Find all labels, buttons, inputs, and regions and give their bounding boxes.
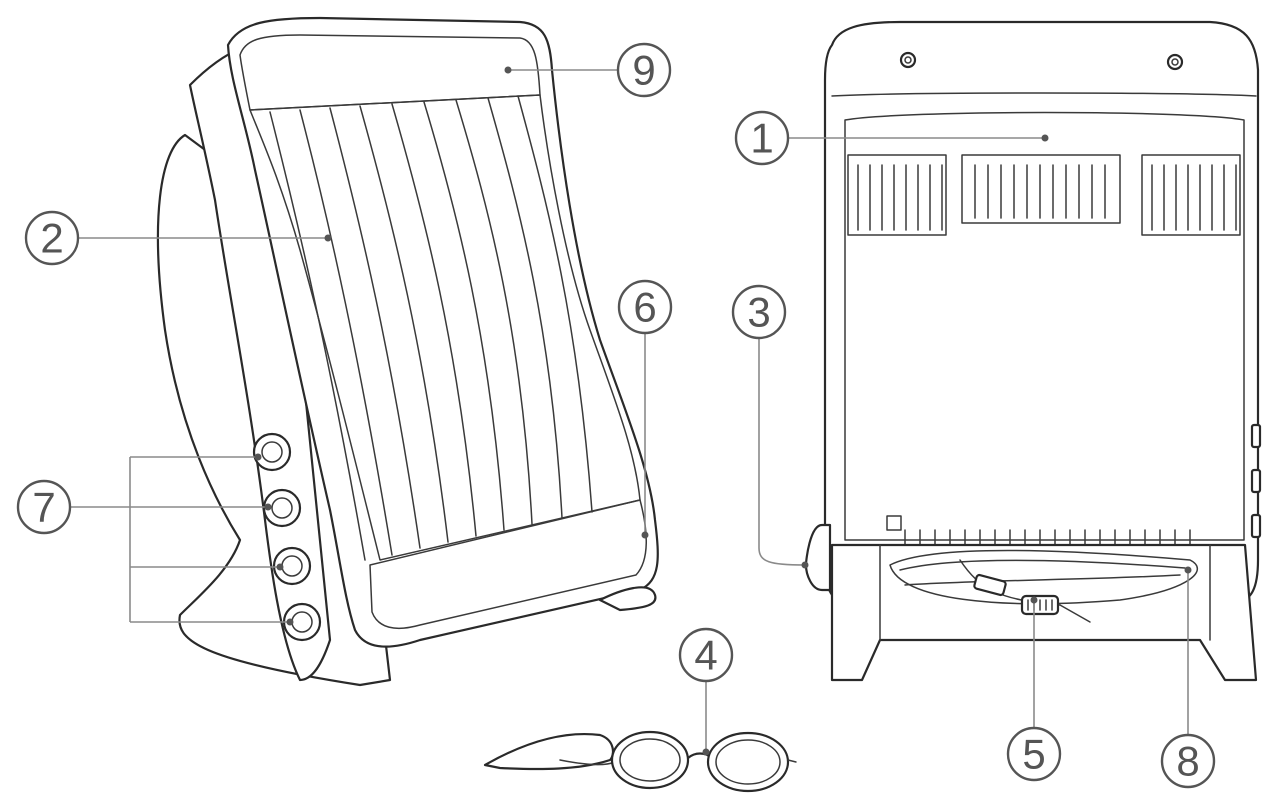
callout-7-label: 7 xyxy=(32,484,55,531)
back-view-body xyxy=(823,20,1260,602)
callout-4-label: 4 xyxy=(694,632,717,679)
callout-1-label: 1 xyxy=(750,115,773,162)
leader-7 xyxy=(70,456,290,623)
callout-4: 4 xyxy=(678,627,734,683)
callout-1: 1 xyxy=(734,110,790,166)
back-view-side-button-2 xyxy=(1250,468,1262,494)
back-view-screw-right xyxy=(1166,53,1184,71)
back-view-vent-right xyxy=(1141,154,1241,236)
callout-9: 9 xyxy=(616,42,672,98)
goggles-strap xyxy=(483,732,615,771)
goggles-right-lens xyxy=(706,731,790,793)
back-view-vent-left xyxy=(847,154,947,236)
back-view-power-cord xyxy=(889,549,1199,623)
back-view-device xyxy=(804,20,1262,682)
cord-plug xyxy=(973,573,1007,597)
callout-5: 5 xyxy=(1006,726,1062,782)
front-view-lamp-tubes xyxy=(269,95,593,561)
back-view-top-cap xyxy=(831,92,1257,97)
callout-2: 2 xyxy=(24,210,80,266)
front-view-right-foot xyxy=(598,586,657,612)
front-view-device xyxy=(156,16,659,687)
front-view-lamp-panel xyxy=(249,94,641,561)
back-view-bottom-vents xyxy=(904,529,1191,546)
callout-8: 8 xyxy=(1160,733,1216,789)
back-view-screw-left xyxy=(899,51,917,69)
callout-6-label: 6 xyxy=(633,284,656,331)
callout-6: 6 xyxy=(617,279,673,335)
callout-3: 3 xyxy=(731,284,787,340)
back-view-vent-middle xyxy=(961,154,1121,224)
callout-9-label: 9 xyxy=(632,47,655,94)
back-view-side-knob xyxy=(804,523,832,592)
front-view-bezel xyxy=(226,16,659,648)
leader-lines xyxy=(70,66,1192,756)
goggles-left-lens xyxy=(610,730,690,790)
callout-2-label: 2 xyxy=(40,215,63,262)
front-view-control-knobs xyxy=(252,432,322,642)
callout-8-label: 8 xyxy=(1176,738,1199,785)
leader-3 xyxy=(758,338,806,566)
back-view-side-button-3 xyxy=(1250,513,1262,539)
back-view-side-button-1 xyxy=(1250,423,1262,449)
back-view-panel xyxy=(844,111,1245,541)
callout-5-label: 5 xyxy=(1022,731,1045,778)
protective-goggles xyxy=(483,730,797,793)
callout-7: 7 xyxy=(16,479,72,535)
callout-3-label: 3 xyxy=(747,289,770,336)
front-view-top-panel xyxy=(239,34,541,111)
